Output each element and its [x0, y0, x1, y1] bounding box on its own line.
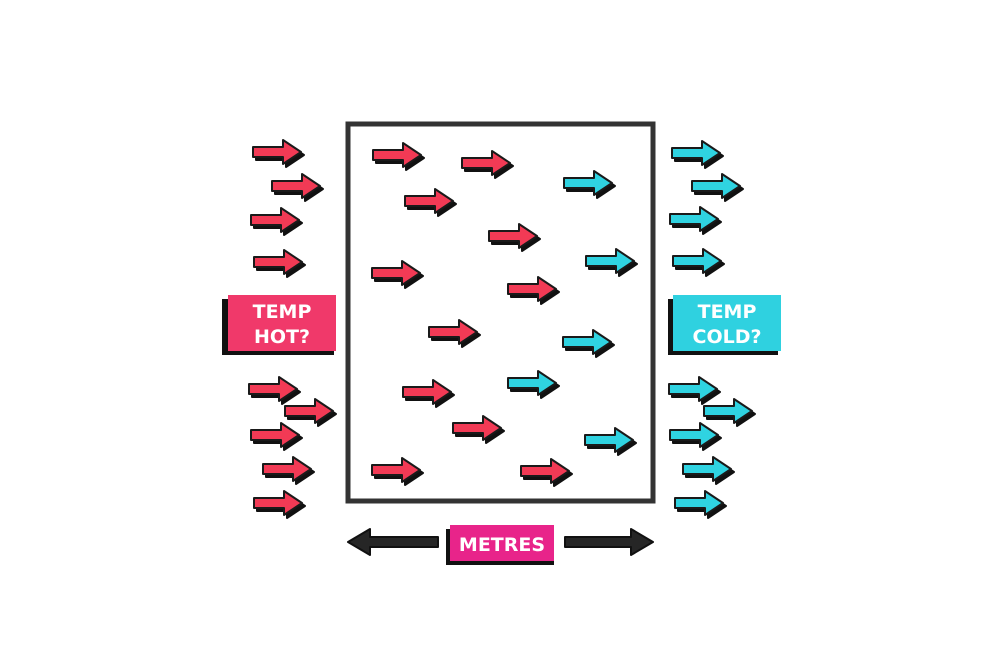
- cold-right-arrow-icon: [584, 427, 634, 453]
- hot-right-arrow-icon: [428, 319, 478, 345]
- temp-cold-label: TEMP COLD?: [668, 295, 781, 355]
- cold-right-arrow-icon: [671, 140, 721, 166]
- hot-right-arrow-icon: [252, 139, 302, 165]
- hot-right-arrow-icon: [371, 457, 421, 483]
- cold-right-arrow-icon: [563, 170, 613, 196]
- hot-right-arrow-icon: [248, 376, 298, 402]
- hot-right-arrow-icon: [250, 422, 300, 448]
- cold-right-arrow-icon: [703, 398, 753, 424]
- cold-right-arrow-icon: [585, 248, 635, 274]
- cold-right-arrow-icon: [669, 422, 719, 448]
- hot-right-arrow-icon: [488, 223, 538, 249]
- metres-badge: [450, 525, 554, 561]
- hot-right-arrow-icon: [250, 207, 300, 233]
- hot-right-arrow-icon: [284, 398, 334, 424]
- cold-right-arrow-icon: [668, 376, 718, 402]
- left-arrowhead-icon: [347, 528, 439, 556]
- temp-hot-badge: [228, 295, 336, 351]
- hot-right-arrow-icon: [253, 249, 303, 275]
- temp-hot-line1: TEMP: [253, 301, 312, 323]
- cold-right-arrow-icon: [691, 173, 741, 199]
- temp-hot-line2: HOT?: [254, 326, 310, 348]
- hot-right-arrow-icon: [262, 456, 312, 482]
- hot-right-arrow-icon: [402, 379, 452, 405]
- right-arrowhead-icon: [564, 528, 654, 556]
- hot-right-arrow-icon: [452, 415, 502, 441]
- hot-right-arrow-icon: [404, 188, 454, 214]
- cold-right-arrow-icon: [507, 370, 557, 396]
- hot-right-arrow-icon: [372, 142, 422, 168]
- cold-right-arrow-icon: [682, 456, 732, 482]
- hot-right-arrow-icon: [253, 490, 303, 516]
- hot-right-arrow-icon: [507, 276, 557, 302]
- temp-cold-badge: [673, 295, 781, 351]
- double-headed-arrow-icon: [347, 528, 654, 556]
- cold-right-arrow-icon: [674, 490, 724, 516]
- cold-right-arrow-icon: [562, 329, 612, 355]
- hot-right-arrow-icon: [520, 458, 570, 484]
- hot-right-arrow-icon: [461, 150, 511, 176]
- cold-right-arrow-icon: [672, 248, 722, 274]
- cold-right-arrow-icon: [669, 206, 719, 232]
- metres-text: METRES: [459, 534, 545, 556]
- temp-cold-line2: COLD?: [693, 326, 762, 348]
- hot-right-arrow-icon: [271, 173, 321, 199]
- material-block: [345, 121, 656, 504]
- metres-label: METRES: [446, 525, 554, 565]
- hot-right-arrow-icon: [371, 260, 421, 286]
- temp-hot-label: TEMP HOT?: [222, 295, 336, 355]
- arrow-layer: [248, 139, 756, 519]
- temp-cold-line1: TEMP: [698, 301, 757, 323]
